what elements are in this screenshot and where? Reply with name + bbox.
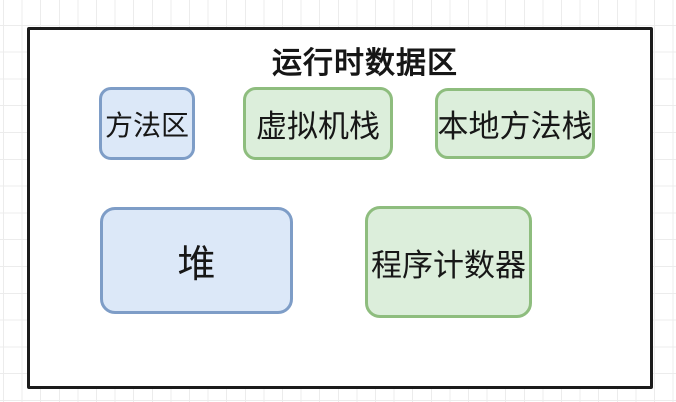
node-heap: 堆 xyxy=(100,207,293,314)
node-method-area: 方法区 xyxy=(99,87,195,160)
node-heap-label: 堆 xyxy=(177,244,216,286)
node-vm-stack: 虚拟机栈 xyxy=(243,87,393,160)
node-native-method-stack-label: 本地方法栈 xyxy=(437,109,593,144)
node-native-method-stack: 本地方法栈 xyxy=(435,88,595,159)
runtime-data-area-container: 运行时数据区 方法区 虚拟机栈 本地方法栈 堆 程序计数器 xyxy=(27,27,653,389)
node-vm-stack-label: 虚拟机栈 xyxy=(256,109,380,144)
node-program-counter-label: 程序计数器 xyxy=(371,247,526,283)
diagram-title: 运行时数据区 xyxy=(272,47,458,80)
node-method-area-label: 方法区 xyxy=(104,109,189,141)
node-program-counter: 程序计数器 xyxy=(365,206,532,318)
